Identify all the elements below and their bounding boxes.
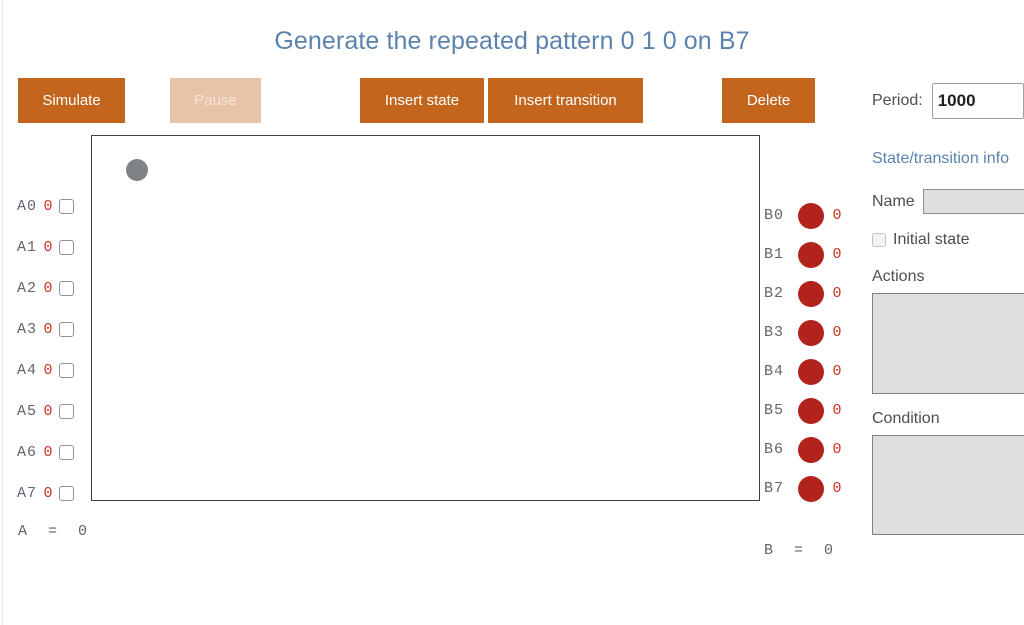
- port-a-value: 0: [43, 362, 53, 379]
- port-row-a: A2 0: [0, 268, 90, 309]
- port-row-b: B2 0: [760, 274, 860, 313]
- pause-button[interactable]: Pause: [170, 78, 261, 123]
- port-a-checkbox[interactable]: [59, 322, 74, 337]
- port-a-value: 0: [43, 280, 53, 297]
- name-row: Name: [872, 189, 1024, 214]
- port-a-checkbox[interactable]: [59, 363, 74, 378]
- port-row-a: A6 0: [0, 432, 90, 473]
- port-row-a: A1 0: [0, 227, 90, 268]
- port-a-label: A4: [16, 362, 37, 379]
- port-a-value: 0: [43, 321, 53, 338]
- port-a-checkbox[interactable]: [59, 281, 74, 296]
- port-row-a: A0 0: [0, 186, 90, 227]
- port-b-label: B2: [764, 285, 785, 302]
- port-row-a: A3 0: [0, 309, 90, 350]
- port-b-value: 0: [832, 246, 842, 263]
- port-row-a: A5 0: [0, 391, 90, 432]
- port-row-b: B7 0: [760, 469, 860, 508]
- led-indicator: [798, 202, 824, 229]
- name-input[interactable]: [922, 189, 1024, 214]
- state-node[interactable]: [126, 159, 148, 181]
- port-b-label: B5: [764, 402, 785, 419]
- port-b-value: 0: [832, 480, 842, 497]
- period-label: Period:: [872, 91, 923, 109]
- actions-label: Actions: [872, 268, 925, 285]
- led-indicator: [798, 241, 824, 268]
- port-b-value: 0: [832, 324, 842, 341]
- port-row-b: B0 0: [760, 196, 860, 235]
- initial-state-checkbox[interactable]: [872, 233, 886, 247]
- port-b-label: B4: [764, 363, 785, 380]
- page-title: Generate the repeated pattern 0 1 0 on B…: [274, 27, 750, 55]
- port-a-value: 0: [43, 403, 53, 420]
- port-a-value: 0: [43, 198, 53, 215]
- led-indicator: [798, 436, 824, 463]
- port-a-label: A1: [16, 239, 37, 256]
- port-b-summary: B = 0: [764, 542, 835, 559]
- port-a-checkbox[interactable]: [59, 199, 74, 214]
- port-a-label: A5: [16, 403, 37, 420]
- port-b-label: B0: [764, 207, 785, 224]
- inspector-heading: State/transition info: [872, 150, 1009, 167]
- led-indicator: [798, 319, 824, 346]
- port-b-value: 0: [832, 207, 842, 224]
- simulate-button[interactable]: Simulate: [18, 78, 125, 123]
- initial-state-label: Initial state: [893, 231, 970, 248]
- port-a-value: 0: [43, 239, 53, 256]
- port-a-summary: A = 0: [18, 523, 89, 540]
- port-b-label: B7: [764, 480, 785, 497]
- condition-textarea[interactable]: [872, 435, 1024, 535]
- inspector-panel: State/transition info Name Initial state…: [872, 150, 1024, 535]
- port-a-value: 0: [43, 444, 53, 461]
- insert-transition-button[interactable]: Insert transition: [488, 78, 643, 123]
- port-b-label: B3: [764, 324, 785, 341]
- toolbar: Simulate Pause Insert state Insert trans…: [0, 78, 1024, 124]
- led-indicator: [798, 397, 824, 424]
- port-a-label: A0: [16, 198, 37, 215]
- port-a-value: 0: [43, 485, 53, 502]
- port-a-checkbox[interactable]: [59, 240, 74, 255]
- led-indicator: [798, 280, 824, 307]
- condition-label: Condition: [872, 410, 940, 427]
- port-row-b: B6 0: [760, 430, 860, 469]
- led-indicator: [798, 475, 824, 502]
- initial-state-row[interactable]: Initial state: [872, 231, 1024, 249]
- delete-button[interactable]: Delete: [722, 78, 815, 123]
- state-machine-canvas[interactable]: [91, 135, 760, 501]
- port-row-b: B4 0: [760, 352, 860, 391]
- port-b-value: 0: [832, 441, 842, 458]
- led-indicator: [798, 358, 824, 385]
- port-b-label: B1: [764, 246, 785, 263]
- port-b-label: B6: [764, 441, 785, 458]
- port-b-value: 0: [832, 402, 842, 419]
- port-row-b: B5 0: [760, 391, 860, 430]
- port-a-label: A7: [16, 485, 37, 502]
- port-row-a: A4 0: [0, 350, 90, 391]
- name-label: Name: [872, 192, 915, 210]
- period-control: Period:: [872, 78, 1024, 123]
- port-b-value: 0: [832, 363, 842, 380]
- port-a-checkbox[interactable]: [59, 404, 74, 419]
- port-row-b: B1 0: [760, 235, 860, 274]
- page-left-edge: [2, 0, 3, 625]
- port-b-value: 0: [832, 285, 842, 302]
- port-row-b: B3 0: [760, 313, 860, 352]
- actions-textarea[interactable]: [872, 293, 1024, 394]
- port-a-checkbox[interactable]: [59, 486, 74, 501]
- port-a-label: A2: [16, 280, 37, 297]
- port-a-label: A3: [16, 321, 37, 338]
- insert-state-button[interactable]: Insert state: [360, 78, 484, 123]
- period-input[interactable]: [931, 82, 1024, 119]
- port-a-label: A6: [16, 444, 37, 461]
- port-a-checkbox[interactable]: [59, 445, 74, 460]
- port-row-a: A7 0: [0, 473, 90, 514]
